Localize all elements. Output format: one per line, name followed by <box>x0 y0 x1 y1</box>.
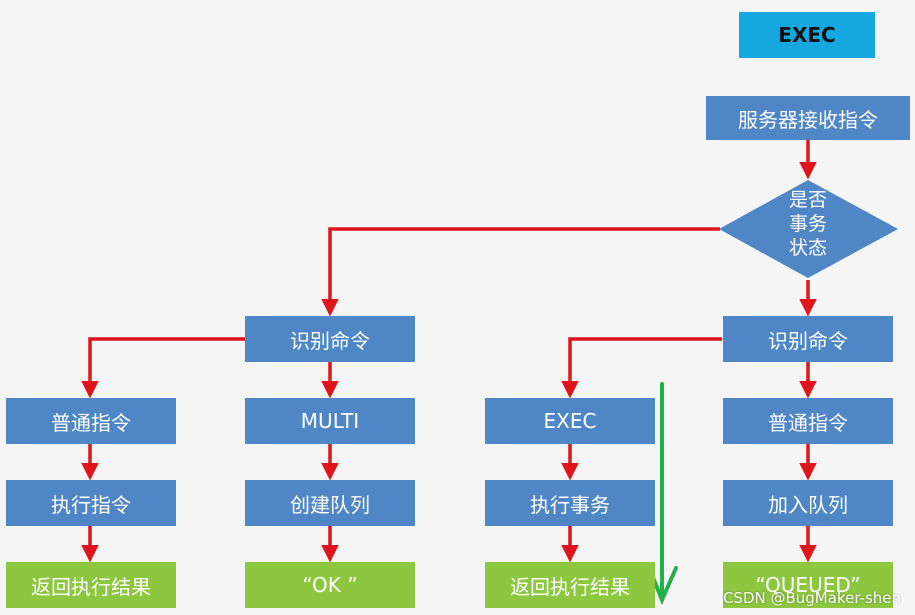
multi-box: MULTI <box>245 398 415 444</box>
watermark: CSDN @BugMaker-shen <box>722 589 901 607</box>
arrow-right-identify-to-exec <box>561 337 722 399</box>
left-return-result-box: 返回执行结果 <box>6 562 176 608</box>
left-exec-cmd-box: 执行指令 <box>6 480 176 526</box>
arrow-decision-to-left-identify <box>321 227 720 317</box>
ok-result-box: “OK ” <box>245 562 415 608</box>
queued-result-box: “QUEUED” <box>723 562 893 608</box>
receive-command-box: 服务器接收指令 <box>706 96 910 140</box>
left-normal-cmd-box: 普通指令 <box>6 398 176 444</box>
left-identify-box: 识别命令 <box>245 316 415 362</box>
create-queue-box: 创建队列 <box>245 480 415 526</box>
right-return-result-box: 返回执行结果 <box>485 562 655 608</box>
right-identify-box: 识别命令 <box>723 316 893 362</box>
enqueue-box: 加入队列 <box>723 480 893 526</box>
exec-cmd-box: EXEC <box>485 398 655 444</box>
exec-title-tag: EXEC <box>739 12 875 58</box>
decision-label: 是否 事务 状态 <box>788 189 827 259</box>
arrow-left-identify-to-normal <box>81 337 245 399</box>
decision-diamond <box>719 180 898 278</box>
right-normal-cmd-box: 普通指令 <box>723 398 893 444</box>
run-transaction-box: 执行事务 <box>485 480 655 526</box>
